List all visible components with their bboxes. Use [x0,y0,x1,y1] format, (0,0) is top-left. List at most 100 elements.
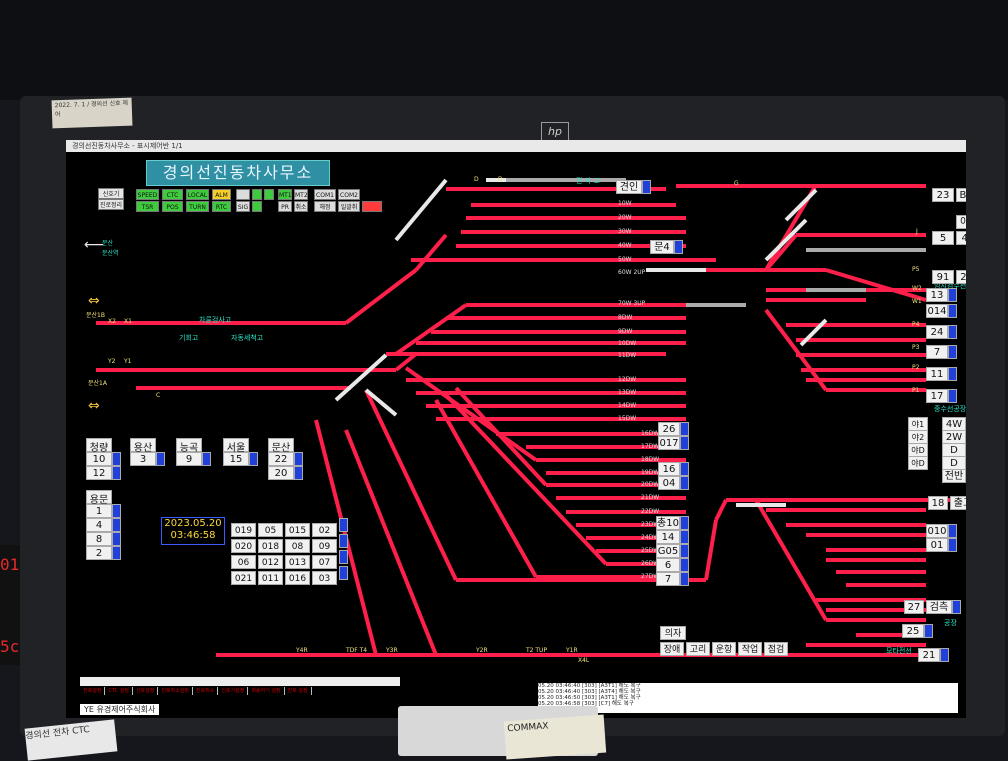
mid-box-017[interactable]: 017 [658,436,680,450]
right-col-2w[interactable]: 2W [942,430,966,444]
train-cell[interactable]: 07 [312,555,337,569]
right-box-23[interactable]: 23 [932,188,954,202]
taskbar-item[interactable]: 진로 설정 [285,687,312,695]
right-box-5[interactable]: 5 [932,231,954,245]
right-box-014[interactable]: 014 [926,304,948,318]
mid-box-16[interactable]: 16 [658,462,680,476]
taskbar-item[interactable]: 회송하기 설정 [248,687,285,695]
lr-box-010[interactable]: 010 [926,524,948,538]
right-box-13[interactable]: 13 [926,288,948,302]
train-cell[interactable]: 02 [312,523,337,537]
taskbar-item[interactable]: CTC 설정 [105,687,133,695]
route-clear-button[interactable]: 진로정리 [98,199,124,210]
group-cheongnyang-val1[interactable]: 10 [86,452,112,466]
right-col-left-4[interactable]: 야D [908,456,928,470]
train-cell[interactable]: 018 [258,539,283,553]
local-button[interactable]: LOCAL [186,189,209,200]
group-neunggok-val1[interactable]: 9 [176,452,202,466]
train-cell[interactable]: 021 [231,571,256,585]
right-col-left-2[interactable]: 야2 [908,430,928,444]
right-col-d2[interactable]: D [942,456,966,470]
chair-button[interactable]: 의자 [660,626,686,640]
taskbar-item[interactable]: 신호기설정 [218,687,249,695]
lr-box-geomcheuk[interactable]: 검측 [926,600,952,614]
right-box-yam[interactable]: 야M [956,215,966,229]
group-seoul-val1[interactable]: 15 [223,452,249,466]
mid-box-14[interactable]: 14 [656,530,680,544]
mt1-button[interactable] [236,189,250,200]
right-box-24[interactable]: 24 [926,325,948,339]
right-col-d1[interactable]: D [942,443,966,457]
release-button[interactable]: 해정 [314,201,336,212]
taskbar-item[interactable]: 진로취소설정 [158,687,193,695]
yellow-arrow-icon-1[interactable]: ⇔ [88,293,100,309]
train-cell[interactable]: 016 [285,571,310,585]
train-cell[interactable]: 015 [285,523,310,537]
right-box-17[interactable]: 17 [926,389,948,403]
taskbar-item[interactable]: 진로설정 [80,687,106,695]
train-cell[interactable]: 011 [258,571,283,585]
bulk-cancel-button[interactable]: 일괄취소 [338,201,360,222]
cancel-button[interactable]: 취소 [294,201,308,212]
group-yongmun-val2[interactable]: 4 [86,518,112,532]
lr-box-01[interactable]: 01 [926,538,948,552]
signal-button[interactable]: 신호기 [98,188,124,199]
mid-box-04[interactable]: 04 [658,476,680,490]
group-cheongnyang-val2[interactable]: 12 [86,466,112,480]
right-box-91[interactable]: 91 [932,270,954,284]
yellow-arrow-icon-2[interactable]: ⇔ [88,398,100,414]
train-cell[interactable]: 05 [258,523,283,537]
sig-button[interactable]: SIG [236,201,250,212]
train-cell[interactable]: 06 [231,555,256,569]
tsr-button[interactable]: TSR [136,201,159,212]
ctc-button[interactable]: CTC [162,189,183,200]
train-cell[interactable]: 013 [285,555,310,569]
right-box-7[interactable]: 7 [926,345,948,359]
right-box-11[interactable]: 11 [926,367,948,381]
taskbar-item[interactable]: 신호설정 [133,687,159,695]
right-col-jeonban[interactable]: 전반 [942,469,966,483]
mid-box-chong10[interactable]: 총10 [656,516,680,530]
train-box-towing[interactable]: 견인 [616,180,642,194]
right-col-left-1[interactable]: 야1 [908,417,928,431]
work-button[interactable]: 작업 [738,642,762,656]
operation-button[interactable]: 운항 [712,642,736,656]
com1-button[interactable]: COM1 [314,189,336,200]
ring-button[interactable]: 고리 [686,642,710,656]
lr-box-25[interactable]: 25 [902,624,924,638]
inspect-button[interactable]: 점검 [764,642,788,656]
group-munsan-val2[interactable]: 20 [268,466,294,480]
turn-button[interactable]: TURN [186,201,209,212]
right-col-left-3[interactable]: 야D [908,443,928,457]
mid-box-6[interactable]: 6 [656,558,680,572]
lr-box-21[interactable]: 21 [918,648,940,662]
right-box-4m[interactable]: 4M [956,231,966,245]
pos-button[interactable]: POS [162,201,183,212]
mid-box-26[interactable]: 26 [658,422,680,436]
rtc-button[interactable]: RTC [212,201,231,212]
lr-box-18[interactable]: 18 [928,496,948,510]
mid-box-7[interactable]: 7 [656,572,680,586]
speed-button[interactable]: SPEED [136,189,159,200]
alarm-button[interactable]: ALM [212,189,231,200]
group-yongmun-val3[interactable]: 8 [86,532,112,546]
mt1-indicator[interactable]: MT1 [278,189,292,200]
train-cell[interactable]: 03 [312,571,337,585]
train-cell[interactable]: 08 [285,539,310,553]
train-box-mun4[interactable]: 문4 [650,240,674,254]
group-yongmun-val4[interactable]: 2 [86,546,112,560]
taskbar-item[interactable]: 진로취소 [193,687,219,695]
group-munsan-val1[interactable]: 22 [268,452,294,466]
lr-box-27[interactable]: 27 [904,600,924,614]
right-col-4w[interactable]: 4W [942,417,966,431]
train-cell[interactable]: 019 [231,523,256,537]
mid-box-g05[interactable]: G05 [656,544,680,558]
lr-box-chulgo[interactable]: 출고 [950,496,966,510]
right-box-2ryang[interactable]: 2량 [956,270,966,284]
train-cell[interactable]: 09 [312,539,337,553]
right-box-bat[interactable]: BAT [956,188,966,202]
mt2-indicator[interactable]: MT2 [294,189,308,200]
pr-button[interactable]: PR [278,201,292,212]
train-cell[interactable]: 020 [231,539,256,553]
group-yongsan-val1[interactable]: 3 [130,452,156,466]
